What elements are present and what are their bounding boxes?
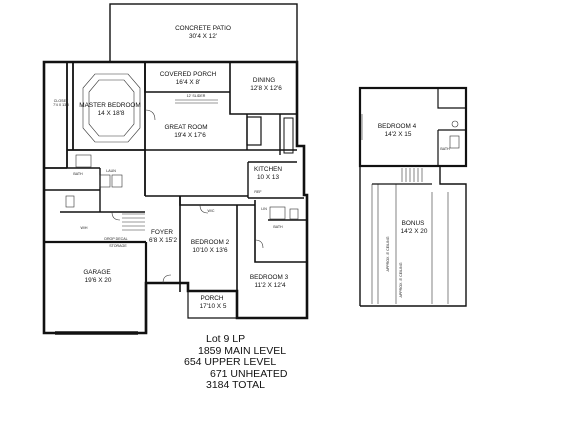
- foyer-dims: 6'8 X 15'2: [149, 237, 177, 244]
- drop-note: DROP DECAL: [104, 237, 127, 241]
- covered-porch-dims: 16'4 X 8': [176, 79, 200, 86]
- bedroom-4-label: BEDROOM 4: [378, 123, 417, 130]
- upper-stairs: [401, 168, 423, 182]
- laundry-washer: [99, 174, 111, 188]
- covered-porch-label: COVERED PORCH: [160, 71, 217, 78]
- kitchen-walls: [247, 161, 304, 199]
- toilet: [65, 195, 75, 208]
- garage-walls: [44, 240, 148, 333]
- unheated-sqft: 671 UNHEATED: [210, 367, 288, 380]
- wh-note: W/H: [81, 226, 88, 230]
- dining-dims: 12'8 X 12'6: [250, 85, 282, 92]
- kitchen-island: [246, 116, 262, 146]
- bedroom-4-dims: 14'2 X 15: [385, 131, 412, 138]
- great-room-walls: [145, 114, 297, 155]
- bedroom-walls: [179, 196, 307, 291]
- bath-4-note: BATH: [440, 147, 450, 151]
- bedroom-4-closet-walls: [437, 88, 466, 166]
- ceiling-note-1: APPROX. 8' CEILING: [386, 236, 390, 271]
- main-level-plan: CONCRETE PATIO 30'4 X 12' COVERED PORCH …: [42, 3, 309, 335]
- porch-dims: 17'10 X 5: [200, 303, 227, 310]
- bath-tub: [75, 154, 92, 168]
- bonus-label: BONUS: [402, 220, 425, 227]
- porch-label: PORCH: [200, 295, 223, 302]
- great-room-label: GREAT ROOM: [164, 124, 207, 131]
- door-swing: [199, 204, 209, 214]
- kitchen-counter: [283, 117, 294, 154]
- bonus-ceiling-lines: [371, 184, 449, 304]
- master-walls: [44, 62, 146, 196]
- stairs: [122, 213, 145, 231]
- bath-4-toilet: [449, 135, 460, 149]
- porch-outline: [187, 291, 237, 319]
- master-bedroom-label: MASTER BEDROOM: [79, 102, 140, 109]
- storage-note: STORAGE: [109, 244, 127, 248]
- laundry-dryer: [111, 174, 123, 188]
- bath-note: BATH: [73, 172, 83, 176]
- kitchen-label: KITCHEN: [254, 166, 282, 173]
- ceiling-note-2: APPROX. 8' CEILING: [399, 262, 403, 297]
- square-footage-summary: Lot 9 LP 1859 MAIN LEVEL 654 UPPER LEVEL…: [176, 333, 326, 392]
- bonus-dims: 14'2 X 20: [401, 228, 428, 235]
- foyer-label: FOYER: [151, 229, 173, 236]
- bath-4-sink: [451, 120, 459, 128]
- patio-dims: 30'4 X 12': [189, 33, 217, 40]
- door-swings: [111, 109, 264, 284]
- door-swing: [144, 109, 156, 121]
- bedroom-2-label: BEDROOM 2: [191, 239, 230, 246]
- great-room-dims: 19'4 X 17'6: [174, 132, 206, 139]
- closet-dims: 7'4 X 13'8: [53, 103, 69, 107]
- slider-note: 12' SLIDER: [187, 94, 206, 98]
- master-tray-inner: [88, 79, 135, 137]
- bedroom-2-dims: 10'10 X 13'6: [192, 247, 228, 254]
- bath2-toilet: [289, 208, 299, 220]
- garage-dims: 19'6 X 20: [85, 277, 112, 284]
- garage-label: GARAGE: [83, 269, 110, 276]
- kitchen-dims: 10 X 13: [257, 174, 279, 181]
- master-bedroom-dims: 14 X 18'8: [98, 110, 125, 117]
- wic-note: W/C: [208, 209, 215, 213]
- closet-label: CLOSET: [54, 99, 69, 103]
- patio-label: CONCRETE PATIO: [175, 25, 231, 32]
- bath-2-note: BATH: [273, 225, 283, 229]
- total-sqft: 3184 TOTAL: [206, 379, 265, 391]
- bath2-tub: [269, 206, 286, 220]
- bedroom-3-dims: 11'2 X 12'4: [254, 282, 286, 289]
- dining-label: DINING: [253, 77, 275, 84]
- upper-stair-walls: [359, 166, 467, 307]
- door-swing: [111, 211, 121, 221]
- lot-number: Lot 9 LP: [206, 333, 246, 345]
- bedroom-3-label: BEDROOM 3: [250, 274, 289, 281]
- door-swing: [254, 239, 264, 249]
- ref-note: REF: [254, 190, 262, 194]
- porch-walls: [144, 62, 297, 115]
- bedroom-4-outline: [358, 86, 468, 168]
- laundry-note: LAUN: [106, 169, 116, 173]
- upper-level-plan: BEDROOM 4 14'2 X 15 BONUS 14'2 X 20 APPR…: [358, 86, 468, 307]
- master-tray-ceiling: [82, 73, 141, 143]
- door-swing: [162, 274, 172, 284]
- upper-level-sqft: 654 UPPER LEVEL: [184, 356, 277, 368]
- bath-walls: [44, 167, 145, 213]
- lin-note: LIN: [261, 207, 267, 211]
- main-level-sqft: 1859 MAIN LEVEL: [198, 344, 287, 357]
